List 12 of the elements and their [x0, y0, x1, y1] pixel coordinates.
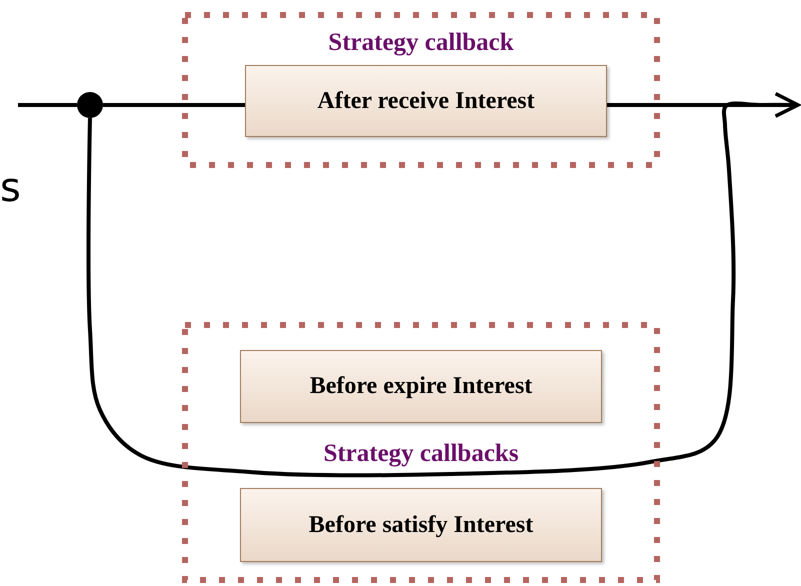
- callback-group: [185, 325, 657, 580]
- group-heading: Strategy callbacks: [322, 440, 520, 468]
- process-box: Before expire Interest: [240, 350, 602, 423]
- junction-dot: [77, 92, 103, 118]
- partial-text: s: [0, 165, 21, 211]
- callback-group: [185, 15, 657, 165]
- connector-line: [18, 103, 77, 107]
- process-box: After receive Interest: [245, 65, 607, 137]
- group-heading: Strategy callback: [327, 29, 515, 57]
- connector-line: [86, 92, 800, 478]
- process-box: Before satisfy Interest: [240, 488, 602, 562]
- connector-line: [103, 103, 245, 107]
